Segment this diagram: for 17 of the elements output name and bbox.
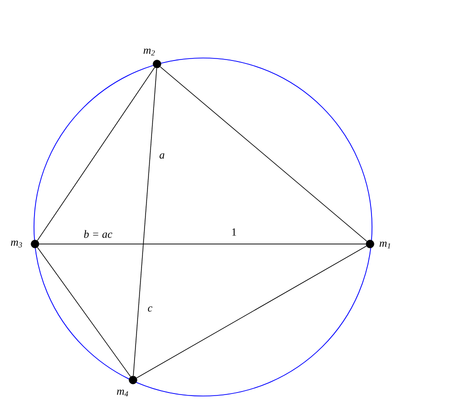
point-label: m$_{1}$ (380, 242, 390, 248)
point-dot (128, 376, 138, 384)
line (37, 67, 155, 241)
point-label: m$_{4}$ (116, 390, 128, 396)
line (160, 66, 368, 242)
segment-label: b = ac (84, 230, 112, 238)
segment-label: c (148, 306, 152, 312)
segment-label: 1 (232, 228, 236, 236)
point-label: m$_{2}$ (144, 48, 155, 56)
line (136, 246, 367, 378)
point-dot (366, 240, 374, 248)
point-label: m$_{3}$ (10, 240, 22, 248)
point-dot (30, 240, 40, 248)
point-dot (152, 60, 162, 68)
segment-label: a (160, 153, 164, 159)
line (37, 247, 131, 377)
line (132, 68, 158, 376)
